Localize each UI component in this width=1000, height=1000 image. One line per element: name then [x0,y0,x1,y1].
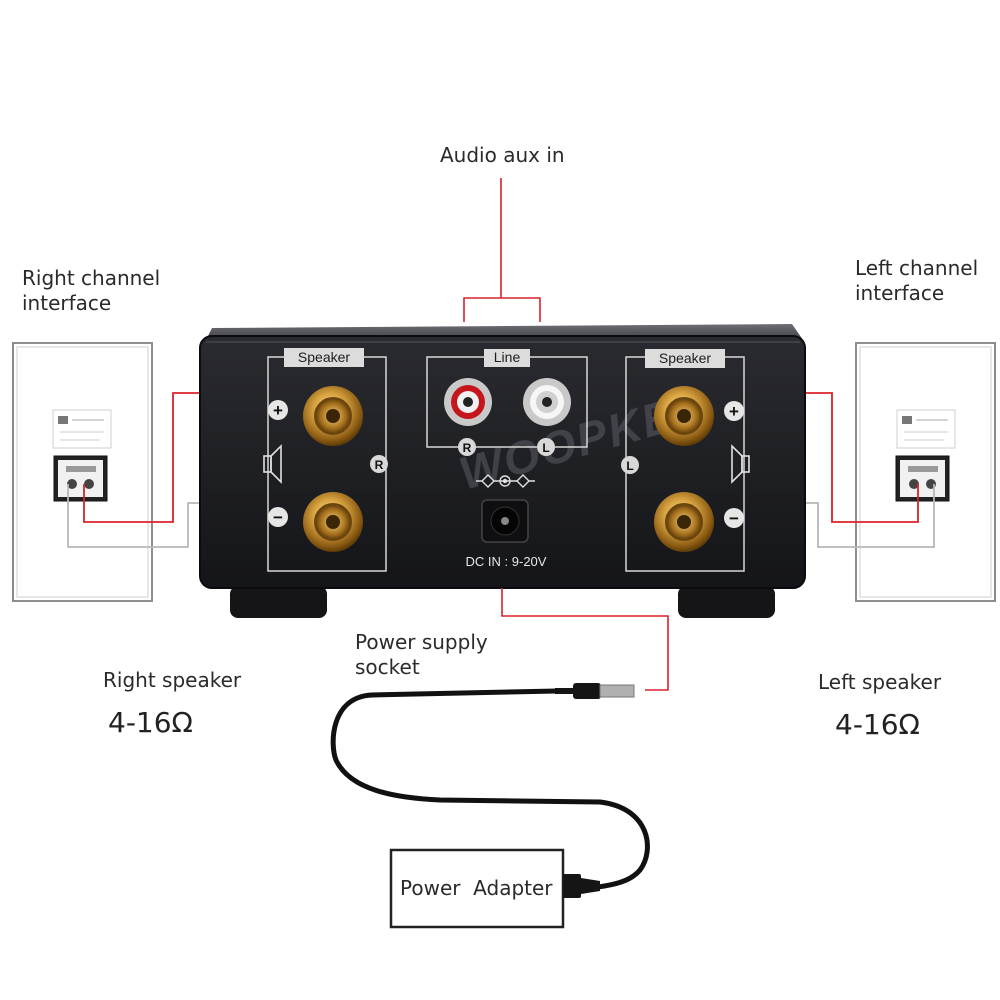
right-speaker-wires [67,392,200,548]
rca-r-badge [458,438,476,456]
minus-icon [724,508,744,528]
right-channel-line1: Right channel [22,266,161,290]
minus-icon [268,507,288,527]
minus-symbol: − [273,508,283,527]
audio-aux-wire [463,178,541,322]
line-title: Line [494,349,521,365]
channel-r-letter: R [375,458,384,472]
plus-icon [268,400,288,420]
power-socket-wire [501,588,669,691]
left-speaker-cabinet [855,342,996,602]
rca-r-letter: R [463,441,472,455]
plus-symbol: + [273,401,283,420]
speaker-title-right: Speaker [659,350,711,366]
rca-l-letter: L [542,441,549,455]
audio-aux-in-label: Audio aux in [440,143,565,167]
power-cable [330,688,650,890]
right-channel-interface-label: Right channel interface [22,266,160,316]
speaker-symbol-icon [731,444,750,484]
right-speaker-impedance: 4-16Ω [108,706,193,739]
dc-in-jack[interactable] [481,499,529,543]
power-socket-line1: Power supply [355,630,488,654]
line-input-panel: Line R L [426,349,588,456]
minus-symbol: − [729,509,739,528]
power-supply-socket-label: Power supply socket [355,630,488,680]
power-socket-line2: socket [355,655,420,679]
left-speaker-wires [805,392,935,548]
power-adapter-label: Power Adapter [400,876,553,900]
rca-l-badge [537,438,555,456]
speaker-symbol-icon [263,444,282,484]
right-channel-line2: interface [22,291,112,315]
left-channel-terminal-panel: Speaker + − L [621,349,750,572]
dc-in-label: DC IN : 9-20V [466,554,547,569]
left-channel-line2: interface [855,281,945,305]
dc-polarity-icon [476,474,535,488]
left-channel-interface-label: Left channel interface [855,256,978,306]
right-speaker-label: Right speaker [103,668,242,692]
dc-plug-icon [555,683,635,699]
rca-jack-left[interactable] [523,378,571,426]
channel-l-letter: L [626,459,633,473]
plus-icon [724,401,744,421]
plus-symbol: + [729,402,739,421]
left-channel-line1: Left channel [855,256,979,280]
speaker-title-left: Speaker [298,349,350,365]
left-speaker-impedance: 4-16Ω [835,708,920,741]
channel-r-badge [370,455,388,473]
power-adapter-box [389,848,600,929]
amp-foot-right [678,586,775,618]
left-speaker-label: Left speaker [818,670,942,694]
amp-foot-left [230,586,327,618]
right-channel-terminal-panel: Speaker + − R [263,348,388,572]
rca-jack-right[interactable] [444,378,492,426]
right-speaker-cabinet [12,342,153,602]
channel-l-badge [621,456,639,474]
